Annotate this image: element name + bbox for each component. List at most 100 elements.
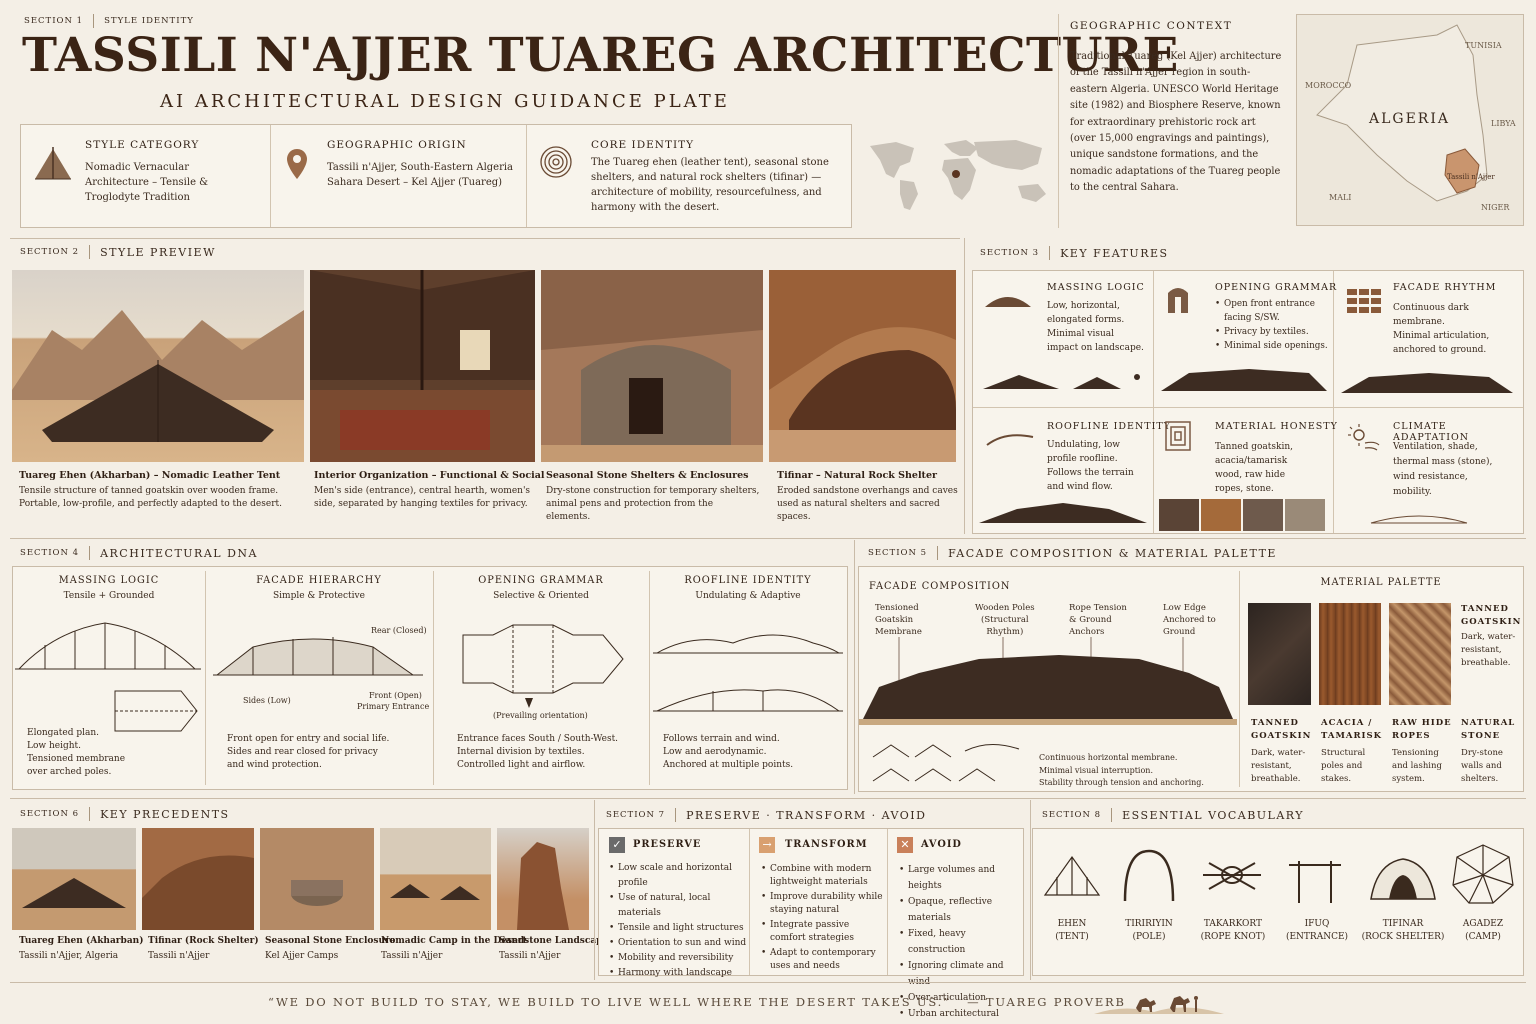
vocab-item: TIRIRIYIN(POLE) [1125,919,1173,942]
tent-illustration [1159,361,1329,399]
facade-hierarchy-sketch [213,627,423,691]
vocab-item: TAKARKORT(ROPE KNOT) [1200,919,1266,942]
label-sides: Sides (Low) [243,696,291,705]
feature-text: Low, horizontal,elongated forms.Minimal … [1047,301,1144,353]
doorway-icon [1165,283,1191,319]
map-label-region: Tassili n'Ajjer [1447,173,1495,181]
tent-illustration [977,499,1149,531]
dna-notes: Follows terrain and wind.Low and aerodyn… [663,734,794,770]
feature-title: ROOFLINE IDENTITY [1047,421,1171,432]
preview-caption-title: Interior Organization – Functional & Soc… [314,470,545,481]
origin-text: Tassili n'Ajjer, South-Eastern Algeria S… [327,162,514,188]
dna-notes: Elongated plan.Low height.Tensioned memb… [27,728,126,777]
map-label-morocco: MOROCCO [1305,81,1352,90]
architectural-dna-panel: MASSING LOGIC Tensile + Grounded Elongat… [12,566,848,790]
massing-sketch [15,611,201,745]
preview-caption-desc: Dry-stone construction for temporary she… [546,486,760,522]
sun-wind-icon [1347,423,1381,457]
precedent-title: Tuareg Ehen (Akharban) [19,936,144,946]
tent-illustration [979,367,1147,397]
arrow-icon: → [759,837,775,853]
pole-arch-icon [1119,847,1179,907]
preview-caption-desc: Eroded sandstone overhangs and caves use… [777,486,958,522]
dna-notes: Front open for entry and social life.Sid… [227,734,390,770]
precedent-location: Kel Ajjer Camps [265,951,339,961]
avoid-title: AVOID [921,839,962,850]
roofline-sketch [1369,509,1469,529]
preserve-transform-avoid-panel: ✓ PRESERVE Low scale and horizontal prof… [598,828,1024,1022]
footer-quote: “WE DO NOT BUILD TO STAY, WE BUILD TO LI… [268,995,1126,1009]
precedent-location: Tassili n'Ajjer [148,951,210,961]
precedent-image [260,828,374,930]
feature-title: CLIMATE ADAPTATION [1393,421,1470,443]
precedent-image [380,828,491,930]
material-palette-title: MATERIAL PALETTE [1320,577,1442,588]
material-swatches [1159,499,1325,531]
label-front: Front (Open) [369,691,422,700]
entrance-frame-icon [1287,855,1343,909]
swatch-side-desc: Dark, water-resistant,breathable. [1461,632,1516,668]
transform-title: TRANSFORM [785,839,868,850]
map-label-niger: NIGER [1481,203,1510,212]
vocab-item: TIFINAR(ROCK SHELTER) [1361,919,1445,942]
feature-title: MASSING LOGIC [1047,282,1145,293]
labyrinth-icon [539,145,573,183]
page-title: TASSILI N'AJJER TUAREG ARCHITECTURE [22,28,1179,83]
camp-icon [1449,841,1517,913]
style-category-title: STYLE CATEGORY [85,139,200,151]
vocab-item: AGADEZ(CAMP) [1462,919,1504,942]
map-label-tunisia: TUNISIA [1465,41,1502,50]
map-label-algeria: ALGERIA [1369,111,1450,127]
dna-subtitle: Undulating & Adaptive [695,591,801,601]
dna-title: MASSING LOGIC [58,575,160,586]
tent-icon [31,145,75,189]
origin-title: GEOGRAPHIC ORIGIN [327,139,467,151]
tent-illustration [1339,367,1515,401]
tent-icon [1041,851,1103,905]
precedent-image [12,828,136,930]
page-subtitle: AI ARCHITECTURAL DESIGN GUIDANCE PLATE [160,91,730,112]
facade-composition-title: FACADE COMPOSITION [869,581,1011,592]
geo-title: GEOGRAPHIC CONTEXT [1070,20,1233,32]
identity-panel: STYLE CATEGORY Nomadic Vernacular Archit… [20,124,852,228]
orientation-label: (Prevailing orientation) [493,711,588,720]
precedent-title: Nomadic Camp in the Desert [381,936,527,946]
geo-text: Traditional Tuareg (Kel Ajjer) architect… [1070,51,1282,194]
precedent-title: Sandstone Landscape [499,936,609,946]
pattern-icon [1165,421,1191,455]
feature-title: MATERIAL HONESTY [1215,421,1338,432]
preview-image-rock-shelter [769,270,956,462]
grid-pattern-icon [1347,289,1381,317]
preserve-title: PRESERVE [633,839,702,850]
algeria-map: MOROCCO TUNISIA ALGERIA LIBYA Tassili n'… [1296,14,1524,226]
swatch-acacia [1319,603,1381,705]
preview-caption-title: Tifinar – Natural Rock Shelter [777,470,937,481]
precedent-image [497,828,589,930]
preview-caption-desc: Men's side (entrance), central hearth, w… [314,486,531,509]
dna-title: FACADE HIERARCHY [256,575,382,586]
label-rear: Rear (Closed) [371,626,427,635]
feature-text: Ventilation, shade,thermal mass (stone),… [1393,442,1493,497]
roofline-sketch [653,625,843,729]
label-primary-entrance: Primary Entrance [357,702,430,711]
avoid-list: Large volumes and heightsOpaque, reflect… [899,862,1023,1024]
rock-shelter-icon [1367,853,1439,905]
preview-image-stone-shelter [541,270,763,462]
facade-tent-illustration [859,637,1237,731]
feature-bullets: Open front entrance facing S/SW. Privacy… [1215,297,1331,353]
precedent-location: Tassili n'Ajjer [499,951,561,961]
